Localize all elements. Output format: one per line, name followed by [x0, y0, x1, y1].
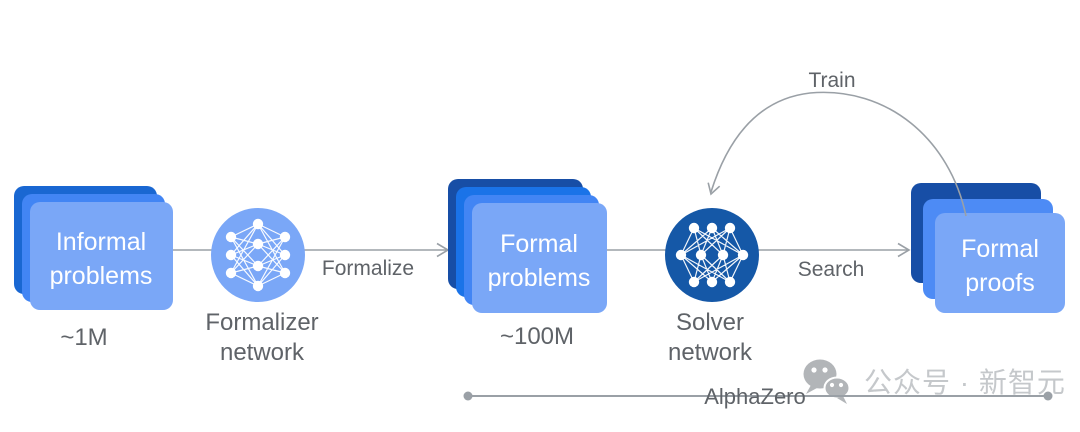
formalizer-circle — [211, 208, 305, 302]
formalizer-network-node: Formalizer network — [205, 208, 319, 366]
solver-circle — [665, 208, 759, 302]
formal-problems-label-line2: problems — [488, 264, 591, 292]
span-line-left-dot — [463, 391, 473, 401]
card-front — [30, 202, 173, 310]
formal-problems-node: Formal problems ~100M — [448, 179, 607, 350]
informal-problems-count: ~1M — [60, 324, 107, 351]
watermark-text: 公众号 · 新智元 — [864, 367, 1066, 398]
solver-network-node: Solver network — [665, 208, 759, 366]
card-front — [935, 213, 1065, 313]
formalizer-label-line1: Formalizer — [205, 309, 318, 336]
span-line-right-dot — [1043, 391, 1053, 401]
formalizer-label-line2: network — [220, 339, 305, 366]
train-edge-label: Train — [808, 69, 855, 92]
informal-problems-label-line2: problems — [50, 262, 153, 290]
alphazero-label: AlphaZero — [704, 384, 806, 409]
formal-proofs-label-line2: proofs — [965, 269, 1034, 297]
connector-train-arc — [710, 91, 967, 217]
wechat-icon — [803, 359, 851, 404]
informal-problems-node: Informal problems ~1M — [14, 186, 173, 351]
formalize-edge-label: Formalize — [322, 257, 414, 280]
formal-problems-count: ~100M — [500, 323, 574, 350]
formal-proofs-node — [911, 183, 1065, 313]
arrowhead-search — [897, 242, 911, 258]
search-edge-label: Search — [798, 258, 865, 281]
card-front — [472, 203, 607, 313]
solver-label-line1: Solver — [676, 309, 744, 336]
formal-proofs-label-line1: Formal — [961, 235, 1039, 263]
arrowhead-train — [707, 182, 721, 196]
informal-problems-label-line1: Informal — [56, 228, 146, 256]
formal-problems-label-line1: Formal — [500, 230, 578, 258]
solver-label-line2: network — [668, 339, 753, 366]
